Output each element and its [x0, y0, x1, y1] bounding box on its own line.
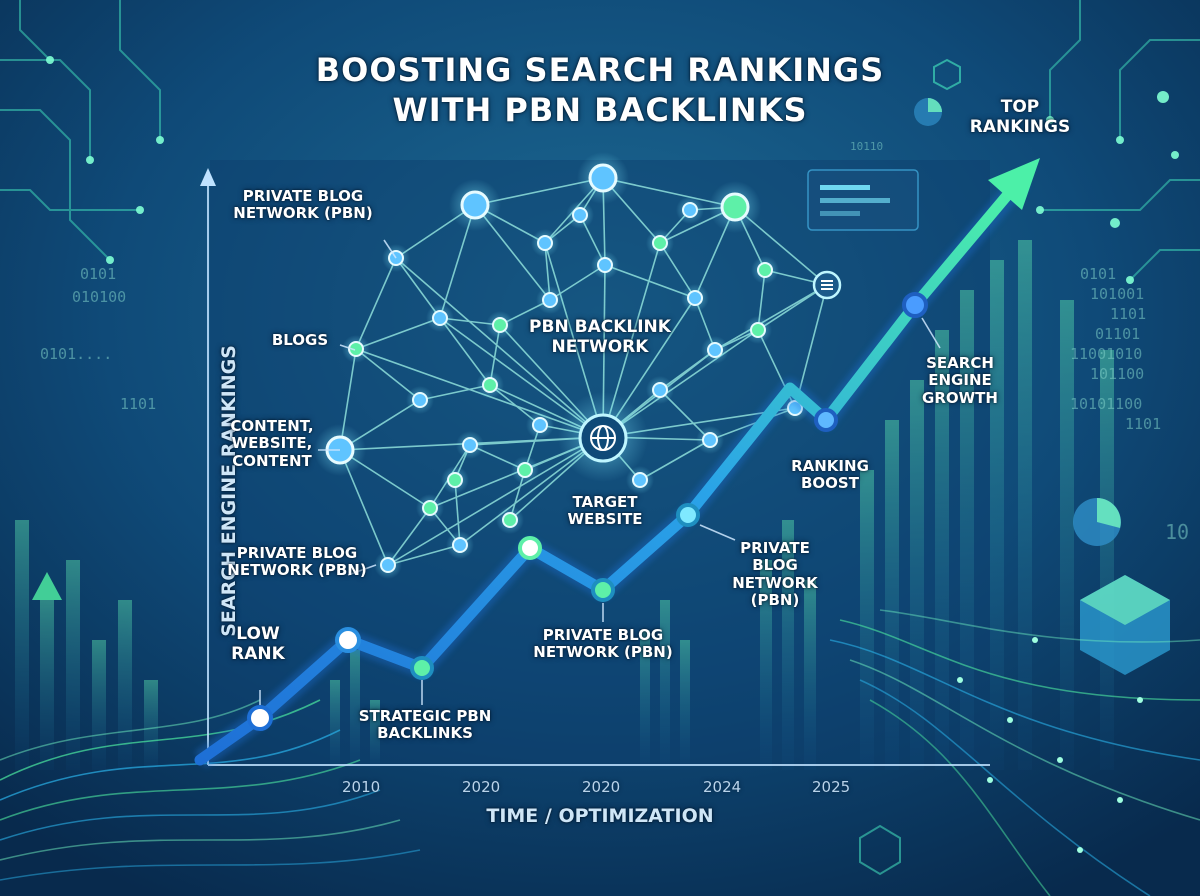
label-growth: Search Engine Growth	[922, 354, 998, 407]
y-axis-label: Search Engine Rankings	[218, 345, 241, 637]
network-node	[441, 466, 469, 494]
page-title: Boosting Search Rankings With PBN Backli…	[200, 50, 1000, 130]
label-pbn-right: Private Blog Network (PBN)	[732, 539, 818, 609]
x-axis-label: Time / Optimization	[486, 805, 714, 827]
network-node	[709, 181, 761, 233]
binary-text: 101100	[1090, 365, 1145, 383]
binary-text: 01101	[1095, 325, 1141, 343]
network-edge	[355, 257, 397, 350]
label-pbn-top-left: Private Blog Network (PBN)	[233, 187, 373, 223]
network-node	[751, 256, 779, 284]
network-node	[681, 284, 709, 312]
network-node	[511, 456, 539, 484]
binary-text: 1101	[1110, 305, 1147, 323]
network-node	[374, 551, 402, 579]
network-node	[577, 152, 629, 204]
title-line-1: Boosting Search Rankings	[315, 51, 885, 89]
binary-text: 10110	[850, 140, 884, 153]
label-content: Content, Website, Content	[230, 417, 314, 470]
label-blogs: Blogs	[271, 331, 329, 349]
network-node	[676, 196, 704, 224]
network-node	[626, 466, 654, 494]
network-node	[701, 336, 729, 364]
network-node	[744, 316, 772, 344]
network-node	[342, 335, 370, 363]
network-node	[646, 376, 674, 404]
x-tick-label: 2025	[812, 778, 851, 796]
network-node	[696, 426, 724, 454]
network-node	[446, 531, 474, 559]
binary-text: 101001	[1090, 285, 1145, 303]
binary-text: 10	[1165, 520, 1190, 544]
globe-icon	[578, 413, 628, 463]
label-top-rankings: Top Rankings	[969, 97, 1071, 137]
network-node	[476, 371, 504, 399]
network-node	[531, 229, 559, 257]
binary-text: 0101	[1080, 265, 1117, 283]
x-tick-label: 2020	[582, 778, 621, 796]
network-node	[591, 251, 619, 279]
network-edge	[355, 317, 441, 350]
binary-text: 1101	[1125, 415, 1162, 433]
list-icon	[812, 270, 842, 300]
binary-text: 11001010	[1070, 345, 1143, 363]
x-tick-label: 2010	[342, 778, 381, 796]
network-node	[449, 179, 501, 231]
label-strategic: Strategic PBN Backlinks	[358, 707, 492, 743]
network-node	[486, 311, 514, 339]
binary-text: 0101	[80, 265, 117, 283]
binary-text: 0101....	[40, 345, 113, 363]
network-edge	[395, 257, 604, 438]
network-node	[456, 431, 484, 459]
network-edge	[714, 284, 828, 351]
binary-text: 010100	[72, 288, 127, 306]
label-target: Target Website	[567, 493, 643, 529]
network-node	[566, 201, 594, 229]
x-tick-label: 2020	[462, 778, 501, 796]
label-ranking-boost: Ranking Boost	[791, 457, 869, 493]
network-node	[536, 286, 564, 314]
network-label: PBN Backlink Network	[529, 317, 671, 357]
title-line-2: With PBN Backlinks	[392, 91, 808, 129]
network-node	[426, 304, 454, 332]
label-low-rank: Low Rank	[231, 624, 285, 664]
network-node	[526, 411, 554, 439]
network-node	[496, 506, 524, 534]
label-pbn-bottom: Private Blog Network (PBN)	[533, 626, 673, 662]
network-node	[416, 494, 444, 522]
x-tick-label: 2024	[703, 778, 742, 796]
network-node	[646, 229, 674, 257]
binary-text: 10101100	[1070, 395, 1143, 413]
network-edge	[604, 264, 696, 299]
binary-text: 1101	[120, 395, 157, 413]
network-node	[406, 386, 434, 414]
label-pbn-mid-left: Private Blog Network (PBN)	[227, 544, 367, 580]
